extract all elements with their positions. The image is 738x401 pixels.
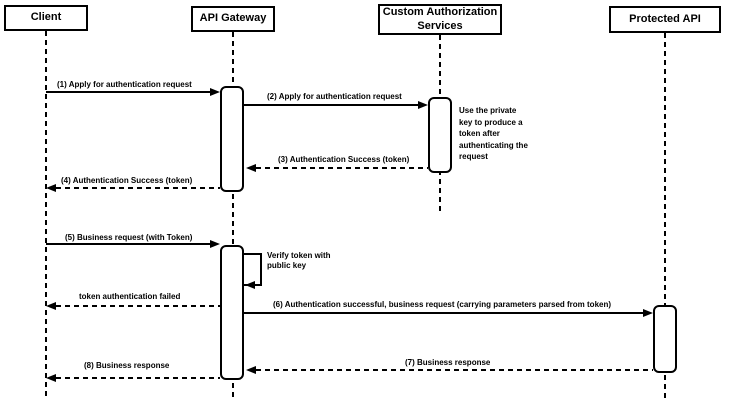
message-5-line	[46, 243, 211, 245]
actor-protected-api-label: Protected API	[629, 12, 701, 25]
lifeline-client	[45, 31, 47, 400]
message-3-line	[256, 167, 428, 169]
note-private-key: Use the private key to produce a token a…	[459, 106, 528, 161]
lifeline-api-gateway	[232, 32, 234, 400]
message-6-label: (6) Authentication successful, business …	[273, 300, 612, 309]
message-7-arrowhead	[246, 366, 256, 374]
message-4-line	[56, 187, 220, 189]
message-6-line	[244, 312, 643, 314]
self-message-arrowhead	[245, 281, 255, 289]
message-7-line	[256, 369, 653, 371]
message-token-failed-arrowhead	[46, 302, 56, 310]
message-4-label: (4) Authentication Success (token)	[61, 176, 193, 185]
actor-api-gateway: API Gateway	[191, 6, 275, 32]
self-message-label: Verify token with public key	[267, 251, 331, 270]
activation-api-gateway-auth	[220, 86, 244, 192]
lifeline-protected-api	[664, 33, 666, 400]
message-8-label: (8) Business response	[84, 361, 170, 370]
message-token-failed-label: token authentication failed	[79, 292, 181, 301]
message-3-arrowhead	[246, 164, 256, 172]
actor-api-gateway-label: API Gateway	[199, 12, 267, 25]
message-2-label: (2) Apply for authentication request	[267, 92, 402, 101]
message-8-line	[56, 377, 220, 379]
actor-client-label: Client	[30, 11, 62, 24]
message-6-arrowhead	[643, 309, 653, 317]
actor-custom-authorization-services-label: Custom Authorization Services	[382, 6, 498, 32]
actor-protected-api: Protected API	[609, 6, 721, 33]
message-8-arrowhead	[46, 374, 56, 382]
message-1-arrowhead	[210, 88, 220, 96]
actor-client: Client	[4, 5, 88, 31]
activation-protected-api	[653, 305, 677, 373]
message-2-arrowhead	[418, 101, 428, 109]
message-7-label: (7) Business response	[405, 358, 491, 367]
message-2-line	[244, 104, 419, 106]
message-4-arrowhead	[46, 184, 56, 192]
message-5-label: (5) Business request (with Token)	[65, 233, 193, 242]
message-1-line	[46, 91, 211, 93]
activation-api-gateway-business	[220, 245, 244, 380]
message-token-failed-line	[56, 305, 220, 307]
actor-custom-authorization-services: Custom Authorization Services	[378, 4, 502, 35]
message-1-label: (1) Apply for authentication request	[57, 80, 192, 89]
message-3-label: (3) Authentication Success (token)	[278, 155, 410, 164]
activation-custom-authorization-services	[428, 97, 452, 173]
message-5-arrowhead	[210, 240, 220, 248]
